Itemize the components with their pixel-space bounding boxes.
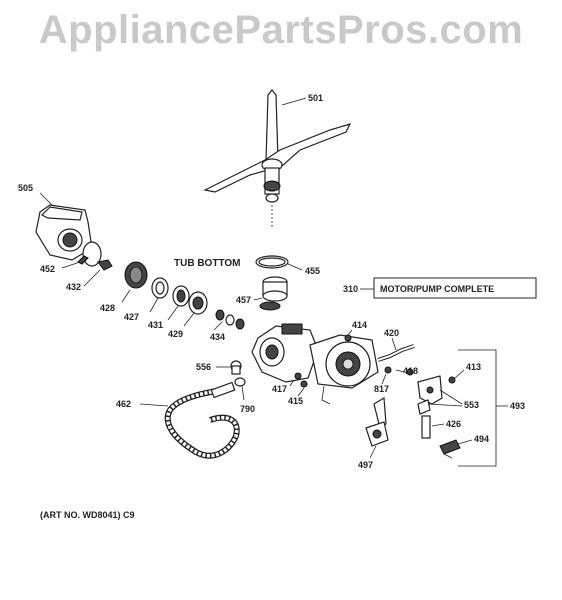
clip-418[interactable] xyxy=(406,368,414,376)
screw-415[interactable] xyxy=(300,380,308,388)
cap-556[interactable] xyxy=(230,360,242,375)
label-429: 429 xyxy=(168,329,183,339)
clamp-452[interactable] xyxy=(77,241,102,267)
impeller-429[interactable] xyxy=(188,291,208,315)
drain-hose-462[interactable] xyxy=(164,381,240,459)
spray-arm-501[interactable] xyxy=(203,89,352,203)
label-494: 494 xyxy=(474,434,489,444)
label-414: 414 xyxy=(352,320,367,330)
label-462: 462 xyxy=(116,399,131,409)
label-455: 455 xyxy=(305,266,320,276)
screw-417[interactable] xyxy=(294,372,302,380)
label-452: 452 xyxy=(40,264,55,274)
seal-432[interactable] xyxy=(97,259,113,271)
label-553: 553 xyxy=(464,400,479,410)
screw-817[interactable] xyxy=(384,366,392,374)
label-310: 310 xyxy=(343,284,358,294)
screw-413[interactable] xyxy=(448,376,456,384)
motor-pump-box[interactable] xyxy=(373,277,537,299)
label-415: 415 xyxy=(288,396,303,406)
label-556: 556 xyxy=(196,362,211,372)
label-431: 431 xyxy=(148,320,163,330)
clamp-790[interactable] xyxy=(234,377,246,387)
bracket-553[interactable] xyxy=(417,375,443,415)
label-493: 493 xyxy=(510,401,525,411)
ring-431[interactable] xyxy=(172,285,190,307)
label-790: 790 xyxy=(240,404,255,414)
hose-420[interactable] xyxy=(377,344,415,362)
bracket-497[interactable] xyxy=(365,396,389,447)
label-817: 817 xyxy=(374,384,389,394)
motor[interactable] xyxy=(309,334,379,405)
label-497: 497 xyxy=(358,460,373,470)
label-432: 432 xyxy=(66,282,81,292)
label-426: 426 xyxy=(446,419,461,429)
label-420: 420 xyxy=(384,328,399,338)
label-418: 418 xyxy=(403,366,418,376)
collar-457[interactable] xyxy=(259,276,288,311)
label-505: 505 xyxy=(18,183,33,193)
watermark: AppliancePartsPros.com xyxy=(38,8,524,52)
label-501: 501 xyxy=(308,93,323,103)
washers-434[interactable] xyxy=(215,309,245,330)
pump-housing[interactable] xyxy=(251,323,319,383)
sensor-426[interactable] xyxy=(421,415,431,439)
label-413: 413 xyxy=(466,362,481,372)
impeller-428[interactable] xyxy=(124,261,148,289)
label-427: 427 xyxy=(124,312,139,322)
art-number: (ART NO. WD8041) C9 xyxy=(40,510,135,520)
seal-ring-427[interactable] xyxy=(151,277,169,299)
label-457: 457 xyxy=(236,295,251,305)
label-434: 434 xyxy=(210,332,225,342)
screw-414[interactable] xyxy=(344,334,352,342)
motor-pump-label: MOTOR/PUMP COMPLETE xyxy=(380,284,494,294)
label-417: 417 xyxy=(272,384,287,394)
tub-bottom-heading: TUB BOTTOM xyxy=(174,258,240,269)
ring-seal-455[interactable] xyxy=(255,255,289,269)
label-428: 428 xyxy=(100,303,115,313)
wire-harness-494[interactable] xyxy=(439,439,461,459)
